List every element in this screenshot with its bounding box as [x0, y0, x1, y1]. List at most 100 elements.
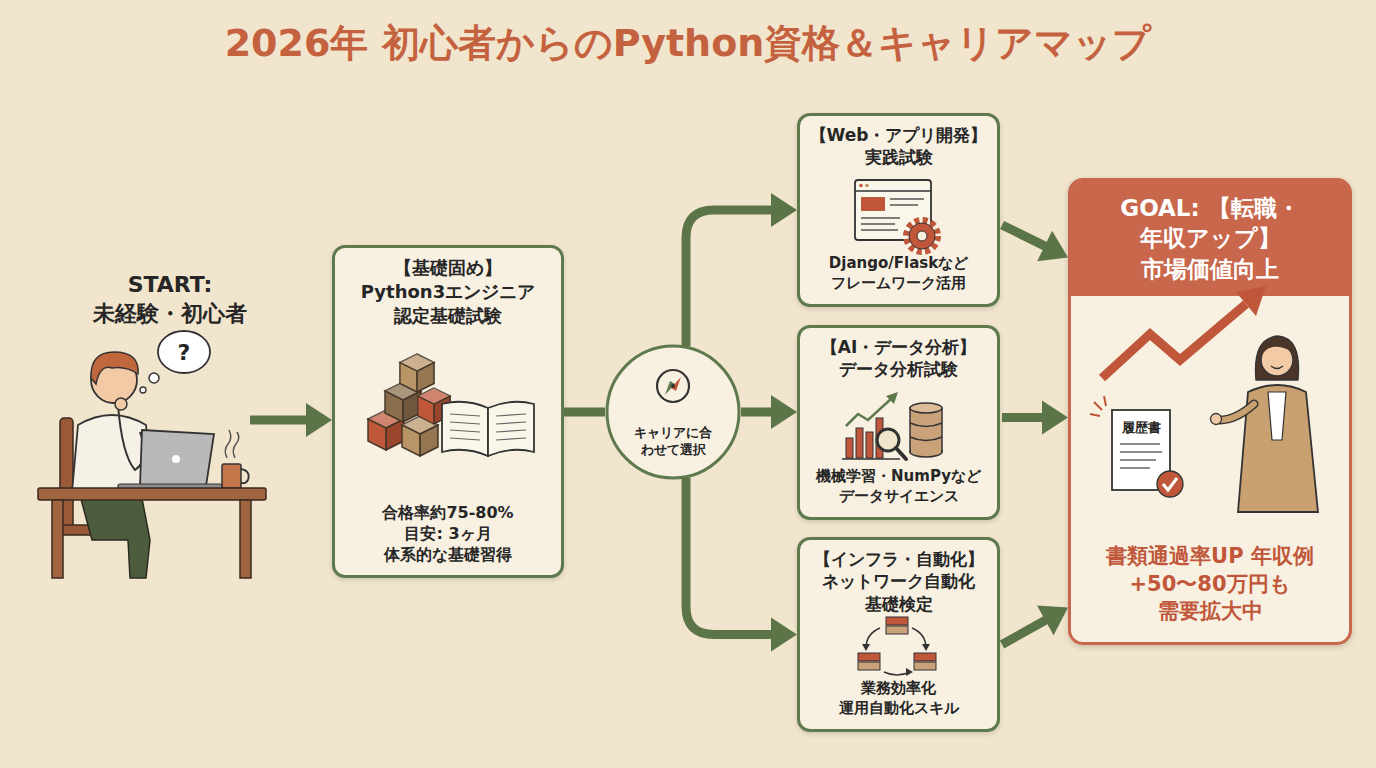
- gear-hole: [917, 231, 927, 241]
- database-body: [910, 408, 942, 452]
- chart-bar: [856, 428, 863, 458]
- woman-hair: [1255, 336, 1298, 380]
- goal-heading: GOAL: 【転職・年収アップ】 市場価値向上: [1071, 181, 1349, 296]
- node-heading: 【Web・アプリ開発】 実践試験: [806, 124, 991, 169]
- flow-arrow: [686, 193, 797, 346]
- compass-needle: [671, 377, 681, 391]
- arrow-head: [1042, 401, 1068, 435]
- compass-needle: [665, 381, 675, 395]
- circle-outline: [605, 344, 741, 480]
- flow-arrow: [1002, 606, 1068, 645]
- chart-bar: [876, 418, 883, 458]
- laptop-screen: [140, 430, 214, 486]
- cycle-head: [906, 668, 913, 676]
- flow-arrow: [1002, 225, 1068, 261]
- chair-back: [60, 418, 73, 533]
- exam-box: 【Web・アプリ開発】 実践試験Django/Flaskなど フレームワーク活用: [797, 113, 1000, 307]
- check-mark: [1163, 478, 1177, 490]
- cycle-arrows: [866, 628, 926, 675]
- compass-pin: [671, 384, 675, 388]
- gear-teeth: [906, 220, 938, 252]
- arrow-line: [686, 478, 779, 635]
- growth-head: [1236, 286, 1266, 316]
- document-label: 履歴書: [1122, 419, 1161, 437]
- web-illustration: [855, 180, 938, 252]
- block-cube: [418, 388, 450, 424]
- arrow-line: [564, 408, 605, 417]
- woman-shirt: [1268, 392, 1286, 440]
- magnifier-handle: [896, 448, 906, 459]
- node-body: 機械学習・NumPyなど データサイエンス: [813, 467, 985, 507]
- book-page: [442, 402, 488, 456]
- basics-illustration: [368, 354, 534, 456]
- block-cube: [402, 416, 438, 456]
- arrow-line: [250, 416, 314, 425]
- compass-icon: [657, 370, 689, 402]
- server-unit: [886, 626, 908, 634]
- growth-arrow: [1102, 304, 1246, 378]
- block-cube: [400, 354, 434, 392]
- desk-leg: [52, 500, 63, 578]
- node-heading: START: 未経験・初心者: [90, 270, 250, 328]
- database-rings: [910, 423, 942, 441]
- arrow-head: [1037, 231, 1068, 262]
- mug-handle: [241, 469, 249, 483]
- chart-axis: [842, 458, 900, 460]
- accent-marks: [1090, 396, 1106, 416]
- person-shirt: [72, 415, 152, 492]
- flow-arrow: [250, 403, 332, 437]
- person-hair: [91, 352, 138, 384]
- node-heading: 【AI・データ分析】 データ分析試験: [806, 336, 991, 381]
- flow-arrow: [564, 412, 605, 413]
- woman-head: [1261, 344, 1293, 376]
- steam: [225, 430, 239, 458]
- circle-shape: [607, 346, 739, 478]
- server-unit: [914, 662, 936, 670]
- node-heading: 【インフラ・自動化】 ネットワーク自動化 基礎検定: [806, 548, 991, 615]
- desk-top: [38, 488, 266, 500]
- content-block: [861, 197, 885, 211]
- woman-arm: [1220, 404, 1254, 420]
- trend-head: [886, 392, 898, 404]
- desk-leg: [240, 500, 251, 578]
- goal-illustration: [1090, 286, 1318, 512]
- book-lines: [450, 414, 526, 440]
- exam-box: 【AI・データ分析】 データ分析試験機械学習・NumPyなど データサイエンス: [797, 325, 1000, 520]
- woman-bangs: [1261, 341, 1293, 356]
- woman-hand: [1211, 414, 1222, 425]
- thought-bubble: [158, 331, 210, 373]
- person-arm: [118, 405, 144, 470]
- server-unit: [914, 653, 936, 661]
- node-heading: 【基礎固め】 Python3エンジニア 認定基礎試験: [352, 256, 544, 327]
- arrow-line: [1002, 225, 1052, 249]
- gear-body: [909, 223, 935, 249]
- cycle-head: [862, 644, 870, 651]
- woman-smile: [1271, 366, 1283, 369]
- arrow-head: [306, 403, 332, 437]
- flow-arrow: [686, 478, 797, 652]
- arrow-line: [741, 408, 779, 417]
- chair-seat: [60, 525, 130, 535]
- thought-dot: [140, 387, 146, 393]
- trend-line: [846, 398, 892, 426]
- infra-illustration: [858, 617, 936, 676]
- arrow-head: [1037, 606, 1068, 636]
- person-pants: [78, 488, 150, 578]
- magnifier-lens: [877, 429, 899, 451]
- choice-circle: キャリアに合 わせて選択: [605, 344, 741, 480]
- node-body: 業務効率化 運用自動化スキル: [813, 679, 985, 719]
- flow-arrow: [741, 395, 797, 429]
- arrow-line: [1002, 413, 1050, 422]
- flow-arrow: [1002, 401, 1068, 435]
- database-top: [910, 403, 942, 413]
- check-badge: [1157, 471, 1183, 497]
- server-unit: [858, 662, 880, 670]
- data-illustration: [842, 392, 942, 459]
- arrow-head: [771, 618, 797, 652]
- laptop-base: [118, 484, 222, 490]
- arrow-head: [771, 193, 797, 227]
- mug: [222, 464, 241, 488]
- browser-dot: [865, 184, 869, 188]
- person-hand: [115, 398, 127, 410]
